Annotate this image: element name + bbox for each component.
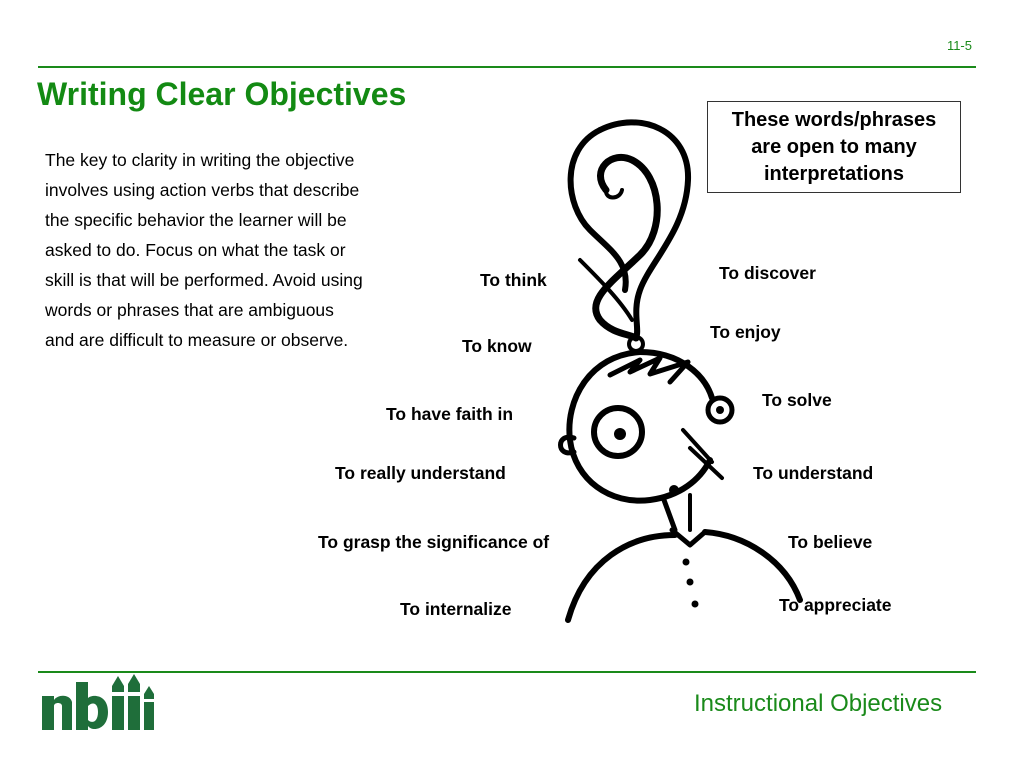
- phrase-to-think: To think: [480, 270, 547, 290]
- slide-title: Writing Clear Objectives: [37, 76, 407, 112]
- phrase-to-solve: To solve: [762, 390, 832, 410]
- slide-number: 11-5: [946, 38, 972, 53]
- phrase-to-know: To know: [462, 336, 532, 356]
- footer-divider: [38, 671, 976, 673]
- header-divider: [38, 66, 976, 68]
- phrase-to-internalize: To internalize: [400, 599, 512, 619]
- phrase-to-appreciate: To appreciate: [779, 595, 892, 615]
- phrase-to-believe: To believe: [788, 532, 873, 552]
- body-paragraph: The key to clarity in writing the object…: [45, 150, 363, 350]
- phrase-to-enjoy: To enjoy: [710, 322, 781, 342]
- phrase-to-really-understand: To really understand: [335, 463, 506, 483]
- callout-text: These words/phrases are open to many int…: [731, 108, 937, 185]
- phrase-to-understand: To understand: [753, 463, 874, 483]
- phrase-to-discover: To discover: [719, 263, 816, 283]
- footer-title: Instructional Objectives: [694, 690, 943, 717]
- phrase-to-have-faith-in: To have faith in: [386, 404, 514, 424]
- nbii-logo: [42, 674, 154, 730]
- phrase-to-grasp-the-significance-of: To grasp the significance of: [318, 532, 550, 552]
- callout-box: These words/phrases are open to many int…: [707, 101, 961, 193]
